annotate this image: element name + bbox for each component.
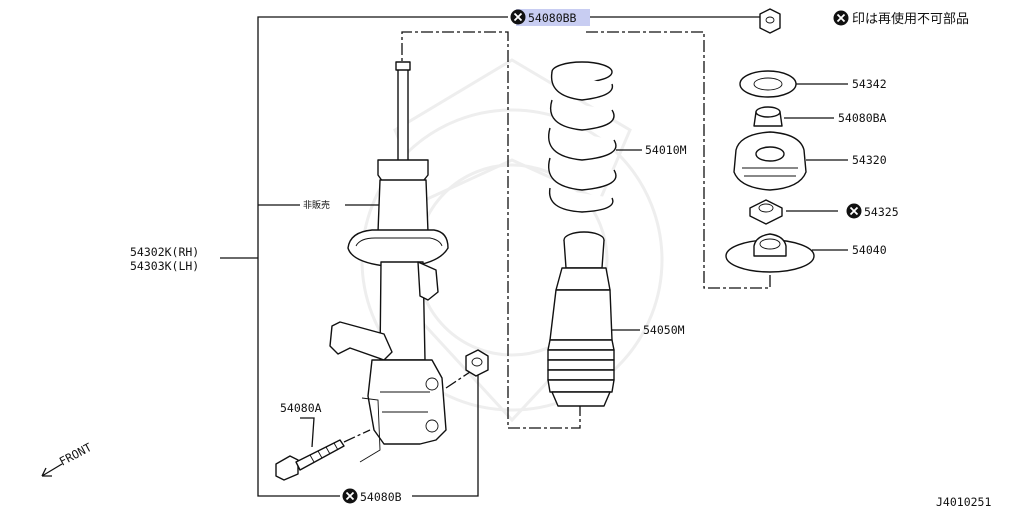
label-54040: 54040	[852, 243, 887, 257]
label-54080BA: 54080BA	[838, 111, 887, 125]
x-circle-icon	[342, 488, 358, 504]
label-54080A: 54080A	[280, 401, 322, 415]
x-circle-icon	[833, 10, 849, 26]
strut-body	[377, 179, 429, 233]
spring-seat-part	[725, 233, 815, 273]
label-54050M: 54050M	[643, 323, 685, 337]
part-number: 54080B	[360, 490, 402, 504]
label-54342: 54342	[852, 77, 887, 91]
bottom-nut	[465, 349, 489, 377]
mount-insulator-part	[733, 131, 807, 191]
label-54080B: 54080B	[342, 488, 402, 504]
bolt	[275, 371, 471, 481]
label-54303K-lh: 54303K(LH)	[130, 259, 199, 273]
label-54080BB: 54080BB	[510, 9, 590, 26]
x-circle-icon	[510, 9, 526, 25]
front-label: FRONT	[57, 440, 94, 469]
part-number: 54325	[864, 205, 899, 219]
bound-bumper	[547, 231, 615, 407]
part-number: 54080BB	[528, 11, 577, 25]
strut-assembly	[329, 61, 449, 463]
bushing-part	[753, 106, 783, 127]
label-54010M: 54010M	[645, 143, 687, 157]
legend-note: 印は再使用不可部品	[852, 11, 969, 27]
arrow-front-icon: FRONT	[41, 440, 94, 477]
lower-spring-seat	[347, 229, 449, 267]
seat-part	[739, 70, 797, 98]
mount-nut-part	[749, 199, 783, 225]
label-54325: 54325	[846, 203, 899, 219]
drawing-code: J4010251	[936, 495, 991, 509]
not-sold-label: 非販売	[303, 199, 330, 211]
label-54302K-rh: 54302K(RH)	[130, 245, 199, 259]
coil-spring	[548, 61, 617, 213]
legend: 印は再使用不可部品	[833, 10, 969, 27]
top-nut-part	[759, 8, 781, 34]
x-circle-icon	[846, 203, 862, 219]
leader-lines	[220, 16, 848, 497]
label-54320: 54320	[852, 153, 887, 167]
piston-rod	[397, 63, 409, 163]
